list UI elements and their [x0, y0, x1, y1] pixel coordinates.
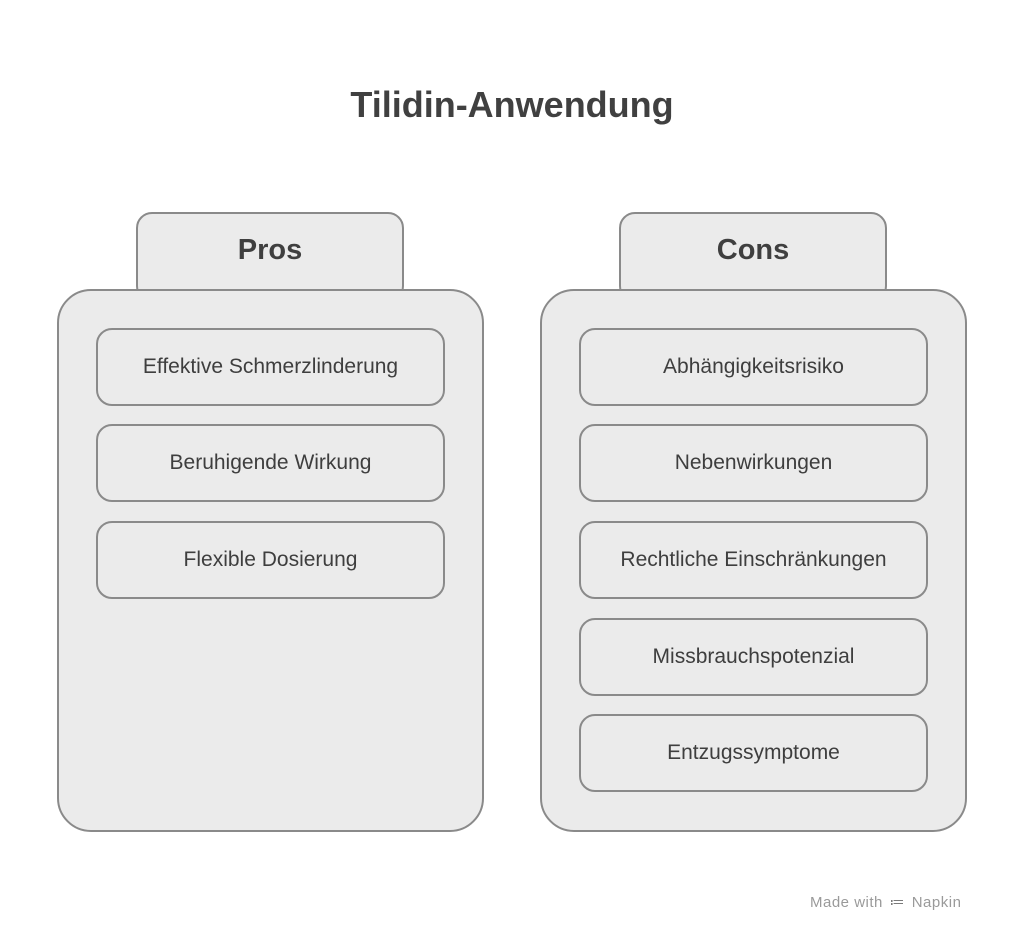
watermark-brand: Napkin: [911, 894, 962, 911]
pros-label: Pros: [237, 234, 303, 266]
made-with-napkin-watermark: Made with ≔ Napkin: [810, 893, 961, 911]
pros-item: Effektive Schmerzlinderung: [96, 328, 445, 406]
cons-label: Cons: [716, 234, 790, 266]
diagram-title: Tilidin-Anwendung: [350, 84, 674, 125]
cons-panel: Abhängigkeitsrisiko Nebenwirkungen Recht…: [540, 289, 967, 832]
cons-item: Missbrauchspotenzial: [579, 618, 928, 696]
pros-item: Flexible Dosierung: [96, 521, 445, 599]
pros-tab: Pros: [136, 212, 404, 302]
pros-item: Beruhigende Wirkung: [96, 424, 445, 502]
cons-item: Entzugssymptome: [579, 714, 928, 792]
napkin-logo-icon: ≔: [889, 894, 906, 911]
cons-item: Rechtliche Einschränkungen: [579, 521, 928, 599]
pros-panel: Effektive Schmerzlinderung Beruhigende W…: [57, 289, 484, 832]
watermark-prefix: Made with: [810, 894, 883, 911]
cons-item: Nebenwirkungen: [579, 424, 928, 502]
cons-item: Abhängigkeitsrisiko: [579, 328, 928, 406]
